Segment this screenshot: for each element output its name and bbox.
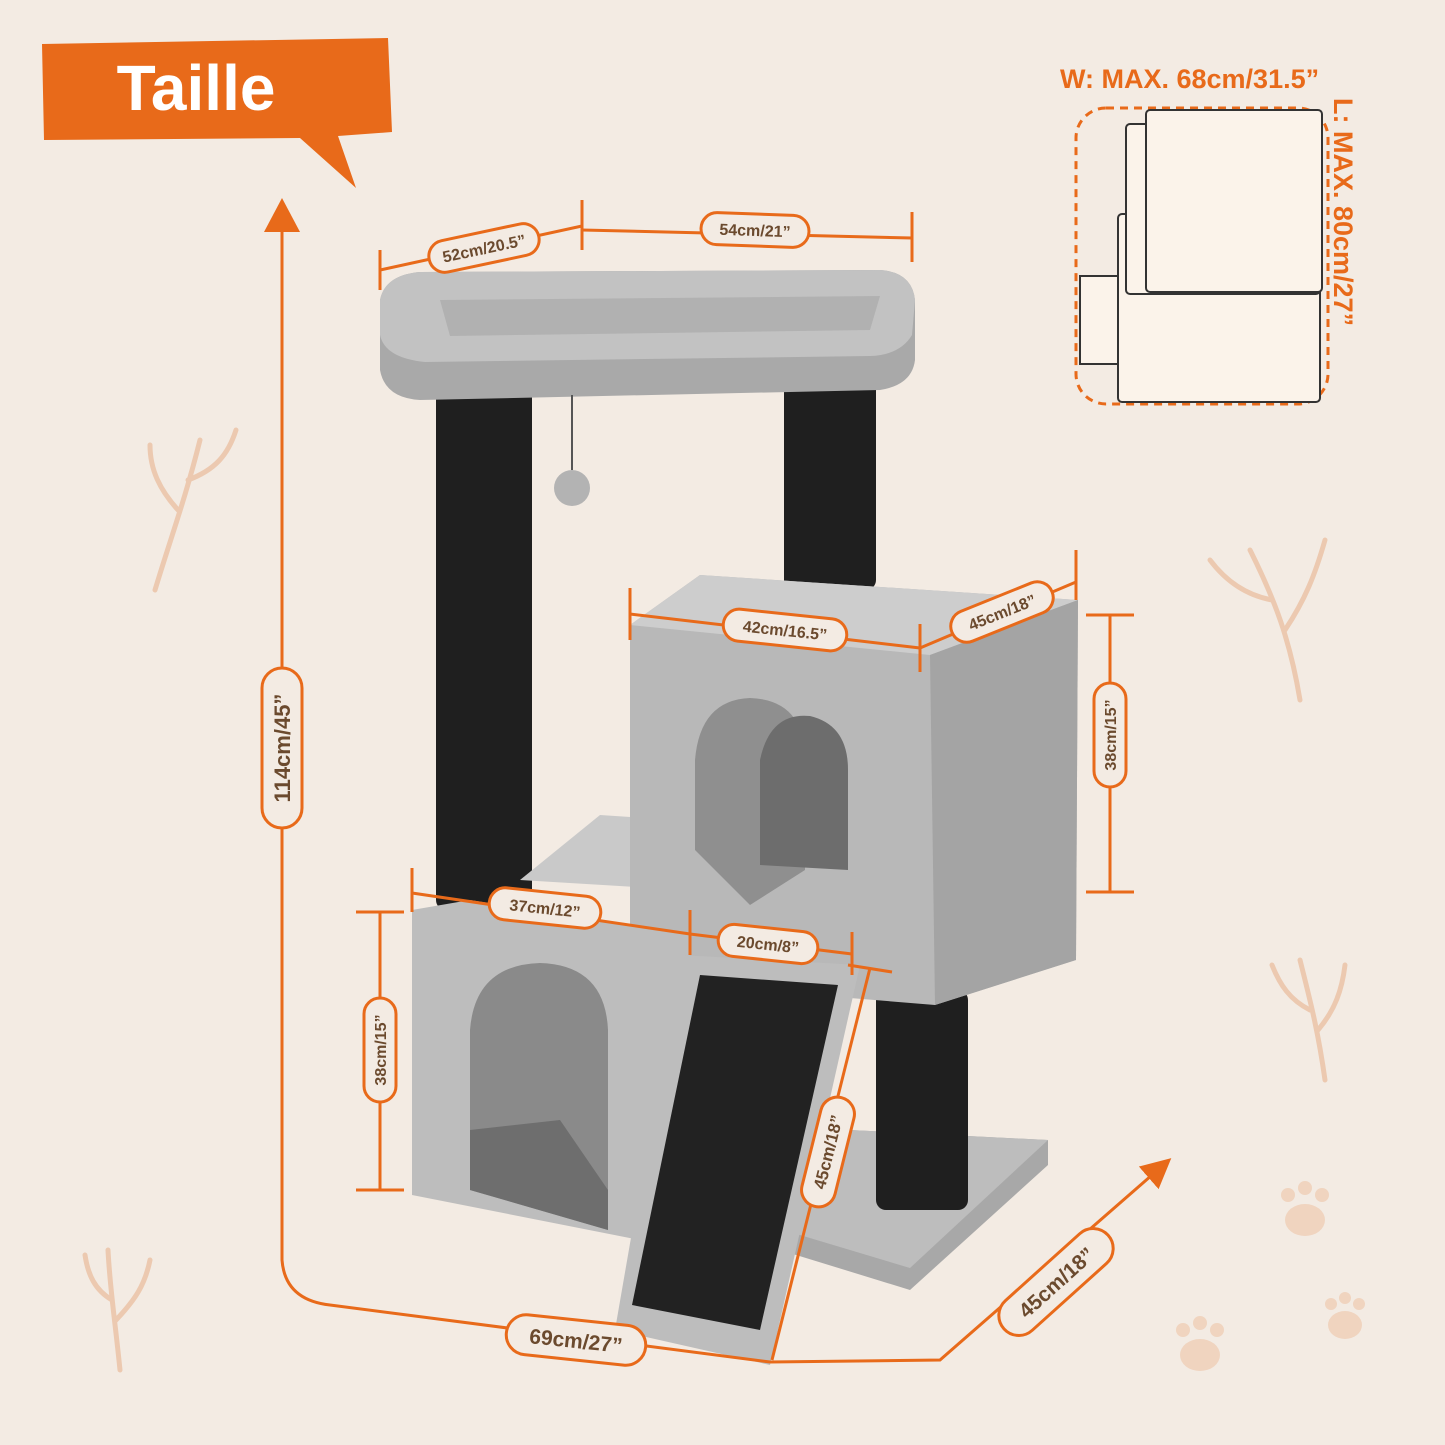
- tag-top-width: 54cm/21”: [699, 211, 811, 249]
- sisal-post-lower: [876, 990, 968, 1210]
- paw-print-icon: [1176, 1181, 1365, 1371]
- sisal-post-right: [784, 380, 876, 590]
- footprint-width-label: W: MAX. 68cm/31.5”: [1060, 64, 1320, 94]
- tag-ramp-width-text: 20cm/8”: [736, 934, 800, 957]
- tag-lower-height: 38cm/15”: [362, 996, 398, 1104]
- sisal-post-left: [436, 380, 532, 910]
- tag-lower-height-text: 38cm/15”: [373, 1014, 390, 1085]
- tag-lower-width: 37cm/12”: [487, 886, 603, 930]
- tag-total-height-text: 114cm/45”: [270, 694, 295, 803]
- banner-shape: [42, 38, 392, 188]
- banner-title: Taille: [116, 52, 276, 124]
- tag-base-width: 69cm/27”: [504, 1313, 648, 1367]
- tag-total-height: 114cm/45”: [260, 666, 304, 830]
- tag-top-depth: 52cm/20.5”: [427, 222, 541, 274]
- tag-cube-height: 38cm/15”: [1092, 681, 1128, 789]
- top-perch: [380, 270, 915, 506]
- tag-cube-width: 42cm/16.5”: [721, 607, 849, 653]
- lower-condo-cube: [412, 900, 690, 1240]
- scratching-ramp: [615, 955, 860, 1365]
- upper-condo-cube: [630, 575, 1078, 1005]
- tag-cube-height-text: 38cm/15”: [1103, 699, 1120, 770]
- footprint-diagram: [1074, 106, 1330, 406]
- footprint-length-label: L: MAX. 80cm/27”: [1328, 98, 1358, 327]
- toy-ball-icon: [554, 470, 590, 506]
- tag-base-depth: 45cm/18”: [997, 1227, 1115, 1337]
- title-banner: Taille: [38, 36, 394, 188]
- tag-ramp-width: 20cm/8”: [716, 922, 820, 966]
- decorative-plant-icon: [82, 427, 1348, 1373]
- tag-top-width-text: 54cm/21”: [719, 222, 791, 241]
- dimension-tags: 52cm/20.5” 54cm/21” 42cm/16.5” 45cm/18” …: [260, 211, 1128, 1367]
